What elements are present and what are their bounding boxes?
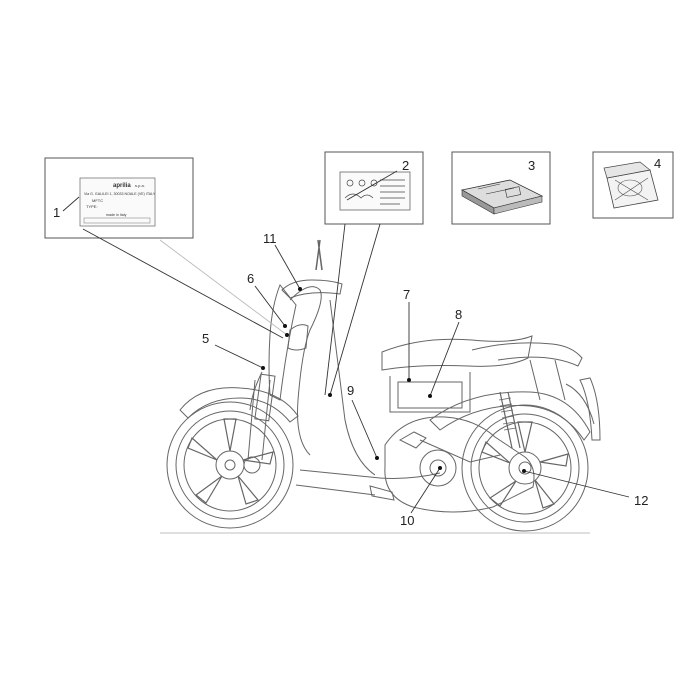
callout-10: 10 xyxy=(400,513,414,528)
scooter-drawing xyxy=(160,239,601,534)
callout-8: 8 xyxy=(455,307,462,322)
plate-brand: aprilia xyxy=(113,183,131,189)
plate-type: TYPE: xyxy=(86,204,98,209)
callout-6: 6 xyxy=(247,271,254,286)
callout-9: 9 xyxy=(347,383,354,398)
inset-box-plate: aprilia s.p.a. Via G. GALILEI 1, 30033 N… xyxy=(44,157,194,239)
callout-3: 3 xyxy=(528,158,535,173)
plate-code: MFTC xyxy=(92,198,103,203)
callout-7: 7 xyxy=(403,287,410,302)
leader-lines xyxy=(62,170,630,514)
callout-12: 12 xyxy=(634,493,648,508)
inset-box-manual-3 xyxy=(451,151,551,225)
plate-brand-suffix: s.p.a. xyxy=(135,183,145,188)
callout-2: 2 xyxy=(402,158,409,173)
plate-made-in: made in Italy xyxy=(106,213,127,217)
callout-dots xyxy=(261,287,526,473)
plate-address: Via G. GALILEI 1, 30033 NOALE (VE) ITALY xyxy=(84,192,156,196)
callout-5: 5 xyxy=(202,331,209,346)
inset-box-kit-4 xyxy=(592,151,674,219)
callout-4: 4 xyxy=(654,156,661,171)
inset-box-label-2 xyxy=(324,151,424,225)
callout-11: 11 xyxy=(263,231,277,246)
callout-numbers: 1 2 3 4 5 6 7 8 9 10 11 12 xyxy=(53,156,661,528)
callout-1: 1 xyxy=(53,205,60,220)
